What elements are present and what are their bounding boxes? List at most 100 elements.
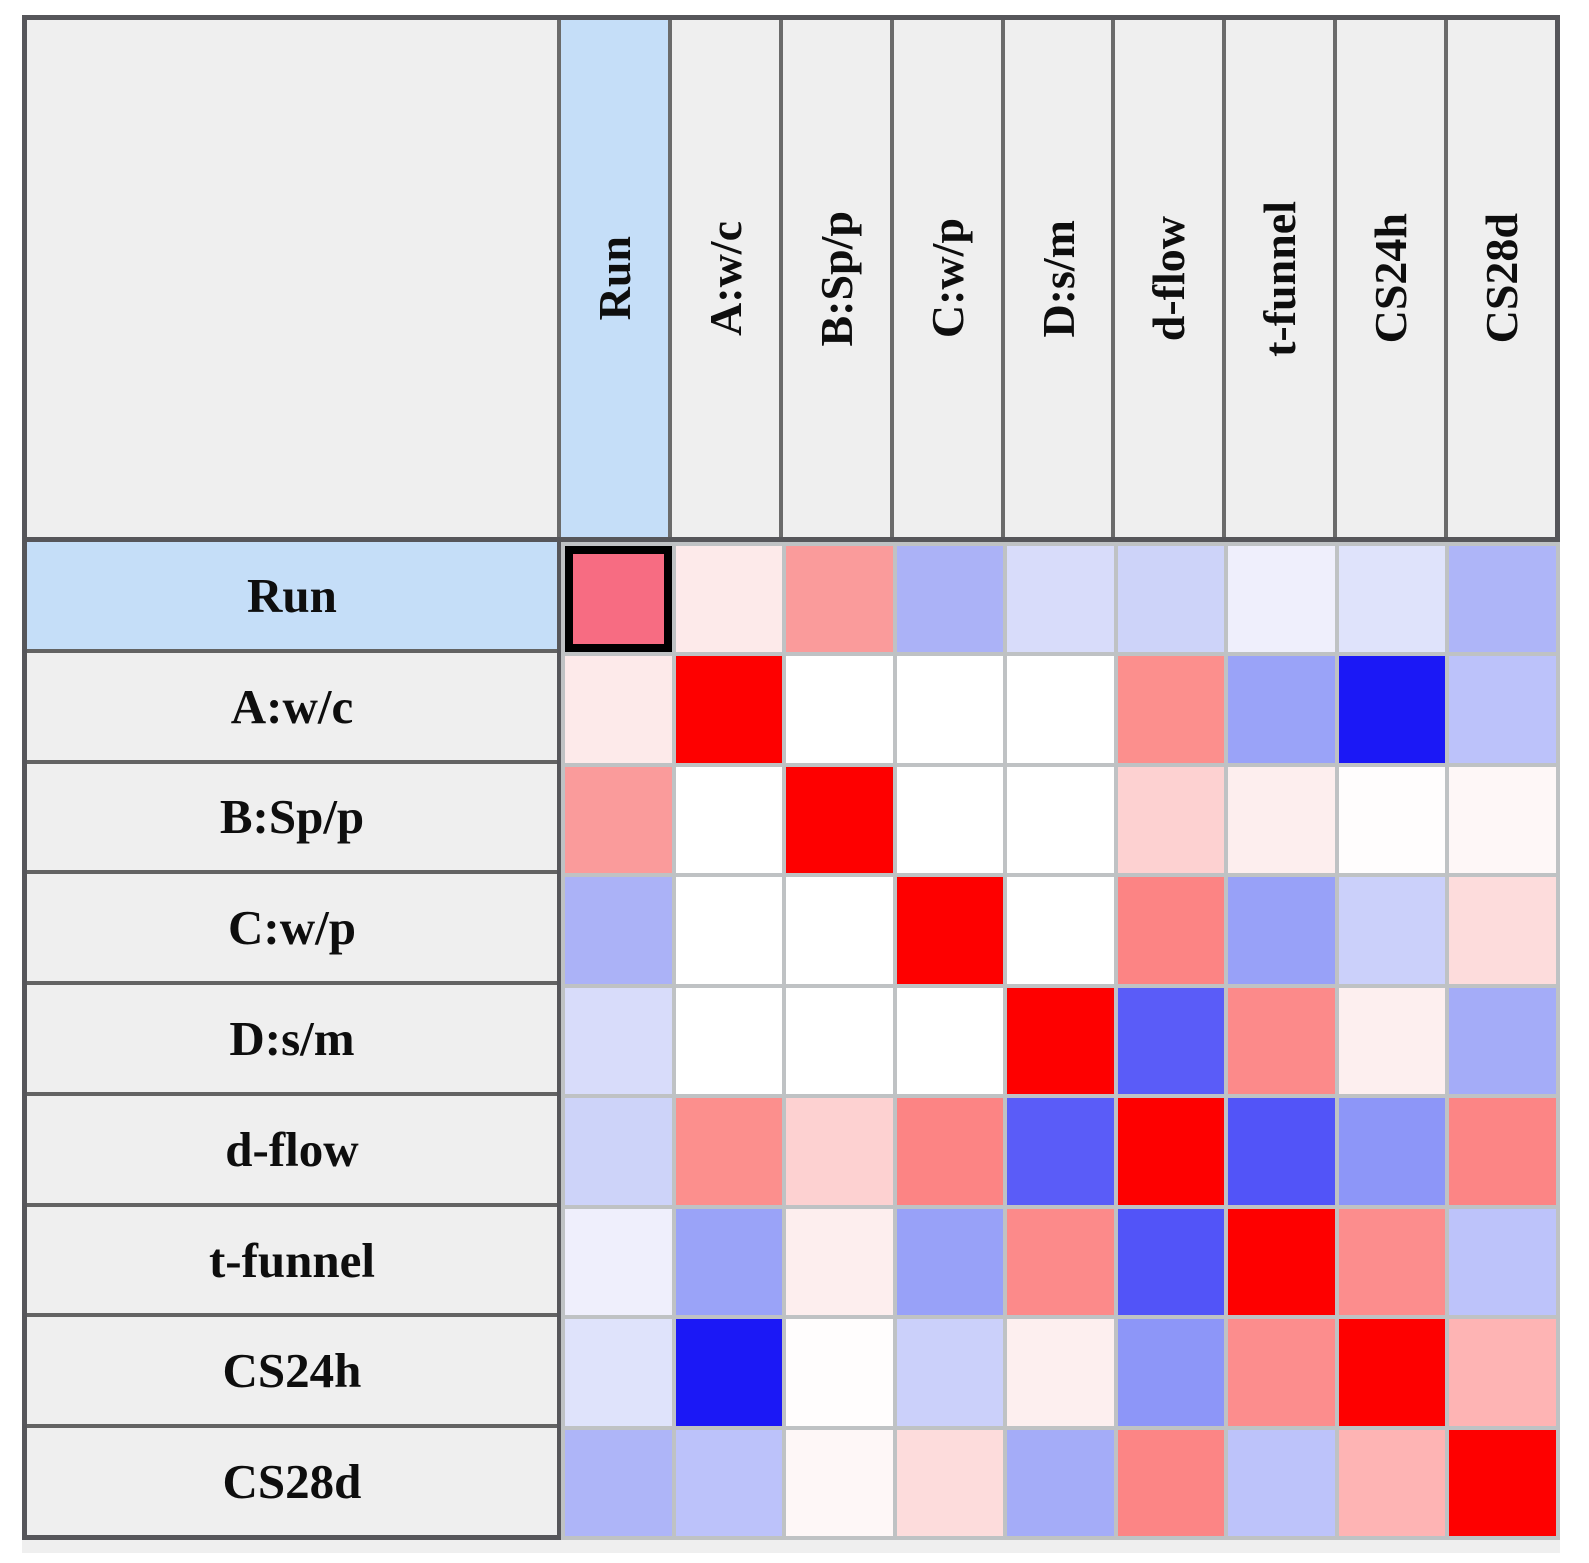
heatmap-cell-d-flow-cs28d: [1449, 1098, 1556, 1205]
heatmap-cell-t-funnel-cs28d: [1449, 1208, 1556, 1316]
heatmap-cell-cs28d-run: [565, 1429, 672, 1536]
heatmap-cell-cs24h-c-w-p: [896, 1319, 1004, 1426]
heatmap-cell-a-w-c-run: [565, 656, 672, 763]
heatmap-cell-t-funnel-d-s-m: [1007, 1208, 1114, 1316]
col-header-b-sp-p: B:Sp/p: [782, 20, 894, 537]
heatmap-cell-c-w-p-b-sp-p: [786, 877, 893, 984]
heatmap-cell-a-w-c-a-w-c: [675, 656, 783, 763]
heatmap-cell-cs24h-d-flow: [1117, 1319, 1225, 1426]
heatmap-cell-a-w-c-b-sp-p: [786, 656, 893, 763]
heatmap-cell-t-funnel-b-sp-p: [786, 1208, 893, 1316]
heatmap-cell-d-flow-b-sp-p: [786, 1098, 893, 1205]
heatmap-cell-run-t-funnel: [1228, 546, 1335, 653]
heatmap-cell-a-w-c-cs28d: [1449, 656, 1556, 763]
heatmap-cell-cs24h-b-sp-p: [786, 1319, 893, 1426]
heatmap-cell-run-c-w-p: [896, 546, 1004, 653]
heatmap-cell-run-cs24h: [1338, 546, 1446, 653]
heatmap-cell-t-funnel-c-w-p: [896, 1208, 1004, 1316]
col-header-d-flow: d-flow: [1115, 20, 1227, 537]
col-header-label: d-flow: [1143, 215, 1195, 342]
heatmap-cell-d-s-m-cs24h: [1338, 987, 1446, 1095]
heatmap-cell-c-w-p-t-funnel: [1228, 877, 1335, 984]
heatmap-cell-d-flow-cs24h: [1338, 1098, 1446, 1205]
col-header-c-w-p: C:w/p: [893, 20, 1005, 537]
heatmap-cell-c-w-p-a-w-c: [675, 877, 783, 984]
row-header-d-flow: d-flow: [27, 1096, 557, 1207]
heatmap-grid: [561, 542, 1560, 1540]
row-header-d-s-m: D:s/m: [27, 985, 557, 1096]
heatmap-cell-cs24h-d-s-m: [1007, 1319, 1114, 1426]
col-header-label: B:Sp/p: [810, 210, 862, 347]
heatmap-cell-cs24h-cs28d: [1449, 1319, 1556, 1426]
heatmap-cell-b-sp-p-cs24h: [1338, 766, 1446, 874]
row-header-label: A:w/c: [230, 678, 354, 734]
heatmap-cell-d-s-m-run: [565, 987, 672, 1095]
row-header-label: D:s/m: [229, 1011, 355, 1067]
heatmap-cell-d-s-m-d-flow: [1117, 987, 1225, 1095]
heatmap-cell-cs28d-t-funnel: [1228, 1429, 1335, 1536]
heatmap-cell-d-flow-d-s-m: [1007, 1098, 1114, 1205]
col-header-run: Run: [561, 20, 672, 537]
heatmap-cell-b-sp-p-c-w-p: [896, 766, 1004, 874]
heatmap-cell-cs28d-cs28d: [1449, 1429, 1556, 1536]
heatmap-cell-run-cs28d: [1449, 546, 1556, 653]
heatmap-cell-d-flow-run: [565, 1098, 672, 1205]
heatmap-cell-b-sp-p-run: [565, 766, 672, 874]
heatmap-cell-d-flow-d-flow: [1117, 1098, 1225, 1205]
heatmap-cell-cs24h-run: [565, 1319, 672, 1426]
heatmap-cell-t-funnel-a-w-c: [675, 1208, 783, 1316]
heatmap-cell-cs24h-a-w-c: [675, 1319, 783, 1426]
row-header-cs24h: CS24h: [27, 1317, 557, 1429]
heatmap-cell-t-funnel-cs24h: [1338, 1208, 1446, 1316]
row-header-cs28d: CS28d: [27, 1428, 557, 1535]
heatmap-cell-c-w-p-c-w-p: [896, 877, 1004, 984]
heatmap-cell-d-s-m-a-w-c: [675, 987, 783, 1095]
heatmap-cell-d-s-m-cs28d: [1449, 987, 1556, 1095]
heatmap-cell-run-run: [565, 546, 672, 653]
col-header-label: D:s/m: [1032, 219, 1084, 338]
row-header-run: Run: [27, 542, 557, 653]
heatmap-cell-run-d-flow: [1117, 546, 1225, 653]
row-header-a-w-c: A:w/c: [27, 653, 557, 764]
heatmap-cell-a-w-c-cs24h: [1338, 656, 1446, 763]
heatmap-cell-cs28d-b-sp-p: [786, 1429, 893, 1536]
heatmap-cell-run-a-w-c: [675, 546, 783, 653]
heatmap-cell-cs24h-t-funnel: [1228, 1319, 1335, 1426]
heatmap-cell-d-s-m-c-w-p: [896, 987, 1004, 1095]
col-header-cs24h: CS24h: [1337, 20, 1449, 537]
col-header-label: CS24h: [1365, 213, 1417, 344]
heatmap-cell-c-w-p-run: [565, 877, 672, 984]
col-header-label: C:w/p: [921, 218, 973, 339]
heatmap-cell-cs28d-a-w-c: [675, 1429, 783, 1536]
row-header-b-sp-p: B:Sp/p: [27, 764, 557, 875]
row-header-label: t-funnel: [208, 1232, 376, 1288]
heatmap-cell-c-w-p-d-flow: [1117, 877, 1225, 984]
heatmap-cell-run-b-sp-p: [786, 546, 893, 653]
row-header-label: CS24h: [222, 1343, 362, 1399]
heatmap-cell-a-w-c-d-flow: [1117, 656, 1225, 763]
heatmap-cell-b-sp-p-d-flow: [1117, 766, 1225, 874]
heatmap-cell-cs28d-c-w-p: [896, 1429, 1004, 1536]
heatmap-cell-d-flow-c-w-p: [896, 1098, 1004, 1205]
heatmap-cell-cs28d-cs24h: [1338, 1429, 1446, 1536]
row-header-t-funnel: t-funnel: [27, 1207, 557, 1318]
row-header-label: Run: [247, 567, 337, 623]
heatmap-cell-c-w-p-cs24h: [1338, 877, 1446, 984]
row-header-label: CS28d: [222, 1454, 362, 1510]
heatmap-cell-a-w-c-d-s-m: [1007, 656, 1114, 763]
heatmap-cell-d-s-m-d-s-m: [1007, 987, 1114, 1095]
heatmap-cell-b-sp-p-t-funnel: [1228, 766, 1335, 874]
heatmap-cell-d-s-m-b-sp-p: [786, 987, 893, 1095]
col-header-label: CS28d: [1476, 213, 1528, 344]
heatmap-cell-b-sp-p-b-sp-p: [786, 766, 893, 874]
col-header-a-w-c: A:w/c: [671, 20, 783, 537]
heatmap-cell-d-flow-t-funnel: [1228, 1098, 1335, 1205]
heatmap-cell-c-w-p-d-s-m: [1007, 877, 1114, 984]
heatmap-cell-c-w-p-cs28d: [1449, 877, 1556, 984]
row-header-label: C:w/p: [228, 900, 356, 956]
col-header-label: t-funnel: [1254, 200, 1306, 357]
heatmap-cell-cs28d-d-s-m: [1007, 1429, 1114, 1536]
